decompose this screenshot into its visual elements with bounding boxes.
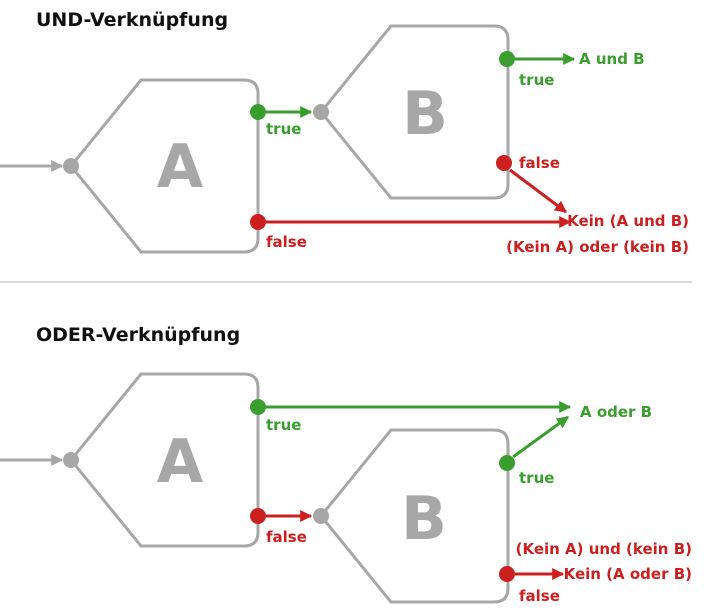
und-result-false-1: Kein (A und B)	[567, 212, 689, 230]
und-b-label: B	[402, 79, 448, 149]
oder-result-true: A oder B	[580, 403, 652, 421]
oder-b-false-dot	[499, 566, 515, 582]
oder-a-entry-dot	[63, 452, 79, 468]
oder-a-true-dot	[250, 399, 266, 415]
und-b-true-label: true	[519, 71, 554, 89]
und-a-box	[69, 78, 260, 254]
und-a-entry-dot	[63, 158, 79, 174]
oder-b-false-label: false	[519, 587, 560, 605]
oder-b-true-dot	[499, 455, 515, 471]
oder-section: ODER-Verknüpfung A true A oder B false B…	[0, 324, 692, 605]
oder-a-false-label: false	[266, 528, 307, 546]
und-b-true-dot	[499, 51, 515, 67]
und-a-true-label: true	[266, 120, 301, 138]
und-b-false-label: false	[519, 154, 560, 172]
und-result-true: A und B	[579, 50, 645, 68]
oder-result-false-2: Kein (A oder B)	[564, 565, 692, 583]
und-b-false-arrow	[509, 168, 567, 214]
und-b-entry-dot	[313, 104, 329, 120]
und-a-false-dot	[250, 214, 266, 230]
oder-block-b: B	[313, 428, 510, 604]
oder-b-entry-dot	[313, 508, 329, 524]
oder-a-box	[69, 372, 260, 548]
oder-b-true-label: true	[519, 469, 554, 487]
und-title: UND-Verknüpfung	[36, 9, 228, 31]
und-block-a: A	[0, 78, 260, 254]
und-b-box	[319, 24, 510, 200]
und-a-true-dot	[250, 104, 266, 120]
und-section: UND-Verknüpfung A true false B true A un…	[0, 9, 689, 256]
oder-a-true-label: true	[266, 416, 301, 434]
und-result-false-2: (Kein A) oder (kein B)	[506, 238, 689, 256]
und-block-b: B	[313, 24, 510, 200]
oder-result-false-1: (Kein A) und (kein B)	[516, 540, 692, 558]
oder-a-false-dot	[250, 508, 266, 524]
und-a-false-label: false	[266, 233, 307, 251]
und-b-false-dot	[496, 155, 512, 171]
oder-a-label: A	[157, 427, 204, 497]
oder-title: ODER-Verknüpfung	[36, 324, 240, 346]
oder-block-a: A	[0, 372, 260, 548]
oder-b-box	[319, 428, 510, 604]
oder-b-label: B	[401, 484, 447, 554]
oder-b-true-arrow	[512, 415, 569, 459]
und-a-label: A	[157, 132, 204, 202]
